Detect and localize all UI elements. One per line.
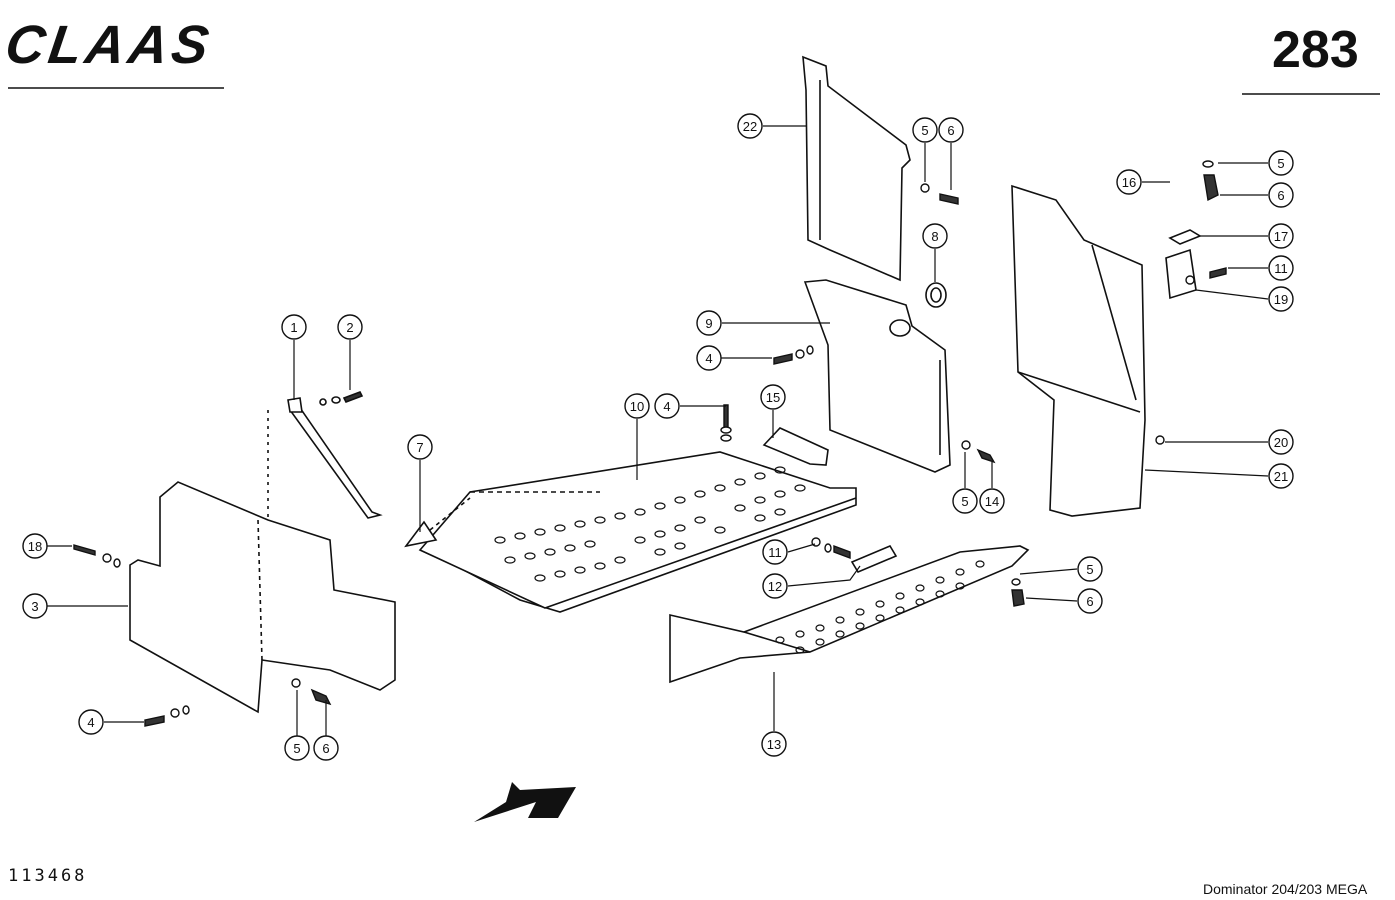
step-plate-part-13 (669, 545, 1030, 684)
callout-18: 18 (22, 533, 48, 559)
svg-text:20: 20 (1274, 435, 1288, 450)
callout-11: 11 (762, 539, 788, 565)
svg-text:11: 11 (1274, 261, 1288, 276)
callout-6: 6 (1077, 588, 1103, 614)
upper-panel-part-22 (802, 55, 911, 282)
svg-text:11: 11 (768, 545, 782, 560)
callout-17: 17 (1268, 223, 1294, 249)
callout-4: 4 (654, 393, 680, 419)
callout-2: 2 (337, 314, 363, 340)
callout-5: 5 (1268, 150, 1294, 176)
svg-text:5: 5 (1277, 156, 1284, 171)
callout-1: 1 (281, 314, 307, 340)
svg-text:12: 12 (768, 579, 782, 594)
hardware-fasteners (73, 160, 1227, 727)
svg-text:16: 16 (1122, 175, 1136, 190)
callout-6: 6 (938, 117, 964, 143)
machine-model: Dominator 204/203 MEGA (1203, 881, 1368, 897)
bracket-part-15 (762, 427, 829, 466)
svg-text:5: 5 (1086, 562, 1093, 577)
svg-text:22: 22 (743, 119, 757, 134)
plate-part-12 (850, 544, 898, 574)
middle-panel-part-9 (803, 279, 951, 473)
svg-text:14: 14 (985, 494, 999, 509)
callout-5: 5 (912, 117, 938, 143)
callout-5: 5 (284, 735, 310, 761)
callout-5: 5 (952, 488, 978, 514)
svg-text:17: 17 (1274, 229, 1288, 244)
drawing-number: 113468 (8, 866, 88, 886)
svg-text:4: 4 (663, 399, 670, 414)
svg-text:7: 7 (416, 440, 423, 455)
callout-5: 5 (1077, 556, 1103, 582)
callout-16: 16 (1116, 169, 1142, 195)
triangle-cover-part-7 (404, 520, 438, 548)
callout-15: 15 (760, 384, 786, 410)
callout-14: 14 (979, 488, 1005, 514)
svg-text:13: 13 (767, 737, 781, 752)
side-cover-part-21 (1011, 184, 1146, 517)
callout-3: 3 (22, 593, 48, 619)
svg-text:19: 19 (1274, 292, 1288, 307)
svg-text:2: 2 (346, 320, 353, 335)
floor-plate-part-10 (418, 451, 857, 613)
callout-7: 7 (407, 434, 433, 460)
callout-4: 4 (696, 345, 722, 371)
callout-22: 22 (737, 113, 763, 139)
svg-text:4: 4 (87, 715, 94, 730)
callout-11: 11 (1268, 255, 1294, 281)
svg-text:8: 8 (931, 229, 938, 244)
svg-text:6: 6 (322, 741, 329, 756)
svg-text:10: 10 (630, 399, 644, 414)
callout-9: 9 (696, 310, 722, 336)
leader-lines (46, 125, 1269, 736)
callout-13: 13 (761, 731, 787, 757)
svg-text:5: 5 (961, 494, 968, 509)
callout-12: 12 (762, 573, 788, 599)
svg-text:6: 6 (1086, 594, 1093, 609)
callout-21: 21 (1268, 463, 1294, 489)
bracket-parts-17-19 (1165, 229, 1202, 300)
svg-text:1: 1 (290, 320, 297, 335)
bracket-part-1 (287, 390, 383, 519)
svg-text:15: 15 (766, 390, 780, 405)
side-panel-part-3 (129, 410, 396, 714)
callout-6: 6 (1268, 182, 1294, 208)
callout-20: 20 (1268, 429, 1294, 455)
callout-8: 8 (922, 223, 948, 249)
svg-text:6: 6 (1277, 188, 1284, 203)
svg-text:4: 4 (705, 351, 712, 366)
svg-text:9: 9 (705, 316, 712, 331)
callout-19: 19 (1268, 286, 1294, 312)
callout-4: 4 (78, 709, 104, 735)
svg-text:5: 5 (293, 741, 300, 756)
svg-text:18: 18 (28, 539, 42, 554)
callout-10: 10 (624, 393, 650, 419)
callout-6: 6 (313, 735, 339, 761)
svg-text:3: 3 (31, 599, 38, 614)
svg-text:6: 6 (947, 123, 954, 138)
svg-text:21: 21 (1274, 469, 1288, 484)
grommet-part-8 (925, 282, 947, 308)
page-number: 283 (1272, 21, 1359, 79)
travel-direction-arrow (474, 782, 576, 822)
svg-text:5: 5 (921, 123, 928, 138)
